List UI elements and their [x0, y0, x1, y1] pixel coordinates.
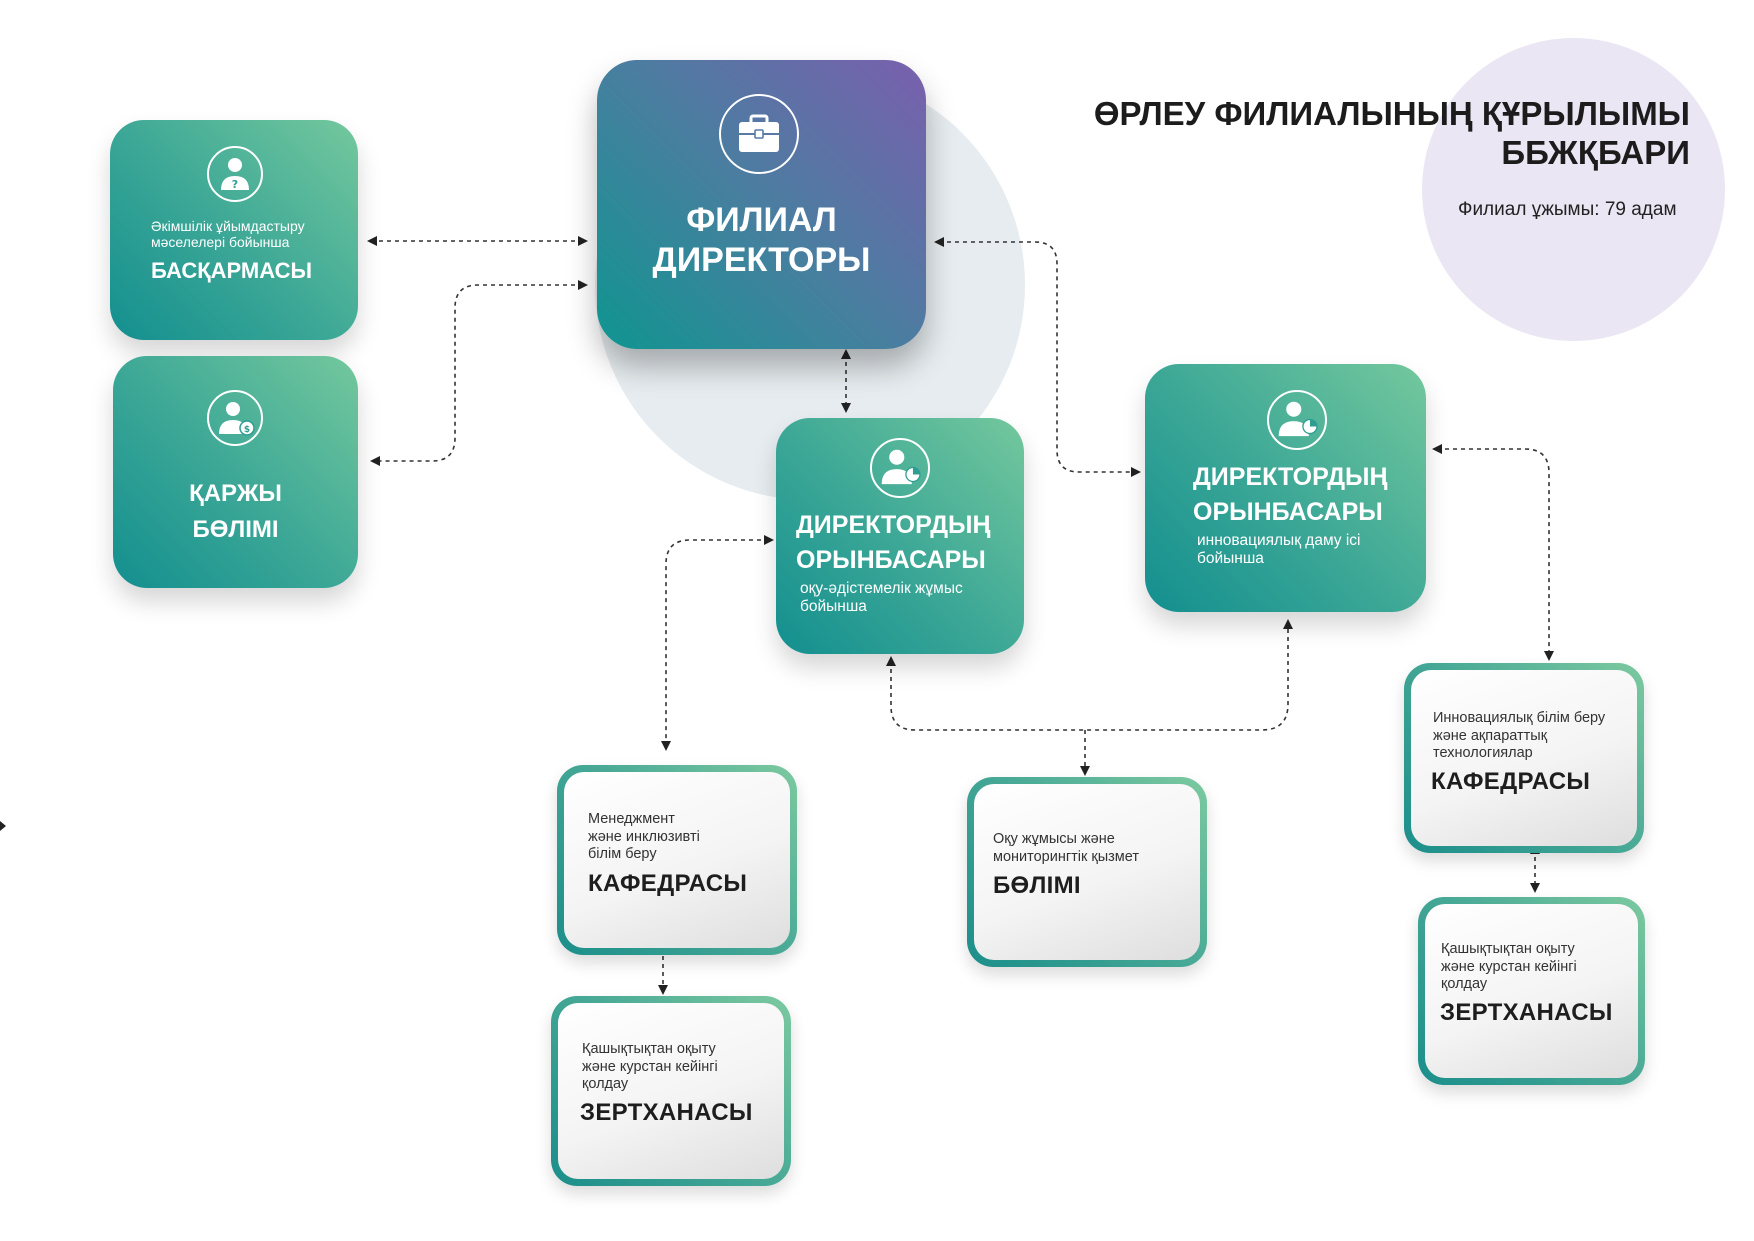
management-department-box[interactable]: Менеджмент және инклюзивті білім беру КА… — [557, 765, 797, 955]
page-title: ӨРЛЕУ ФИЛИАЛЫНЫҢ ҚҰРЫЛЫМЫ ББЖҚБАРИ — [1094, 94, 1690, 172]
connector-methods-innovation-study — [886, 619, 1293, 731]
user-question-icon: ? — [207, 146, 263, 202]
management-line-1: Менеджмент — [588, 811, 675, 827]
deputy-methods-sub-2: бойынша — [800, 598, 867, 615]
innovation-line-1: Инновациялық білім беру — [1433, 710, 1606, 726]
director-line-2: ДИРЕКТОРЫ — [652, 241, 871, 279]
deputy-innovation-title: ДИРЕКТОРДЫҢ ОРЫНБАСАРЫ — [1193, 460, 1388, 530]
staff-count: Филиал ұжымы: 79 адам — [1458, 199, 1677, 220]
briefcase-icon — [719, 94, 799, 174]
connector-innovation-dept — [1432, 444, 1554, 661]
svg-text:?: ? — [232, 178, 238, 191]
deputy-innovation-subtitle: инновациялық даму ісі бойынша — [1197, 532, 1360, 568]
study-department-box[interactable]: Оқу жұмысы және мониторингтік қызмет БӨЛ… — [967, 777, 1207, 967]
deputy-innovation-line-2: ОРЫНБАСАРЫ — [1193, 498, 1383, 526]
study-line-2: мониторингтік қызмет — [993, 848, 1139, 865]
distance-lab-title-1: ЗЕРТХАНАСЫ — [580, 1099, 753, 1126]
deputy-methods-line-1: ДИРЕКТОРДЫҢ — [796, 511, 991, 539]
admin-sub-line-2: мәселелері бойынша — [151, 234, 290, 250]
study-description: Оқу жұмысы және мониторингтік қызмет — [993, 831, 1139, 866]
innovation-title: КАФЕДРАСЫ — [1431, 768, 1591, 795]
management-line-2: және инклюзивті — [588, 828, 700, 845]
distance-lab-description-1: Қашықтықтан оқыту және курстан кейінгі қ… — [582, 1041, 718, 1094]
distance-lab-title-2: ЗЕРТХАНАСЫ — [1440, 999, 1613, 1026]
title-line-2: ББЖҚБАРИ — [1501, 134, 1690, 171]
admin-title: БАСҚАРМАСЫ — [151, 258, 312, 283]
finance-line-1: ҚАРЖЫ — [189, 480, 282, 507]
innovation-department-box[interactable]: Инновациялық білім беру және ақпараттық … — [1404, 663, 1644, 853]
management-department-inner: Менеджмент және инклюзивті білім беру КА… — [564, 772, 790, 948]
user-chart-icon — [870, 438, 930, 498]
management-description: Менеджмент және инклюзивті білім беру — [588, 811, 700, 864]
finance-title: ҚАРЖЫ БӨЛІМІ — [113, 476, 358, 548]
distance-lab-inner-1: Қашықтықтан оқыту және курстан кейінгі қ… — [558, 1003, 784, 1179]
management-title: КАФЕДРАСЫ — [588, 870, 748, 897]
distance-lab-1-line-3: қолдау — [582, 1076, 629, 1092]
deputy-methods-subtitle: оқу-әдістемелік жұмыс бойынша — [800, 580, 963, 616]
distance-lab-description-2: Қашықтықтан оқыту және курстан кейінгі қ… — [1441, 941, 1577, 994]
study-title: БӨЛІМІ — [993, 872, 1081, 899]
director-line-1: ФИЛИАЛ — [686, 201, 837, 239]
deputy-methods-sub-1: оқу-әдістемелік жұмыс — [800, 580, 963, 597]
distance-lab-box-2[interactable]: Қашықтықтан оқыту және курстан кейінгі қ… — [1418, 897, 1645, 1085]
finance-department-box[interactable]: $ ҚАРЖЫ БӨЛІМІ — [113, 356, 358, 588]
finance-line-2: БӨЛІМІ — [192, 516, 279, 543]
innovation-line-3: технологиялар — [1433, 745, 1533, 761]
deputy-innovation-line-1: ДИРЕКТОРДЫҢ — [1193, 463, 1388, 491]
deputy-innovation-sub-1: инновациялық даму ісі — [1197, 532, 1361, 549]
title-line-1: ӨРЛЕУ ФИЛИАЛЫНЫҢ ҚҰРЫЛЫМЫ — [1093, 95, 1690, 132]
innovation-department-inner: Инновациялық білім беру және ақпараттық … — [1411, 670, 1637, 846]
management-line-3: білім беру — [588, 846, 657, 862]
distance-lab-1-line-1: Қашықтықтан оқыту — [582, 1041, 716, 1057]
deputy-methods-title: ДИРЕКТОРДЫҢ ОРЫНБАСАРЫ — [796, 508, 991, 578]
background-circle-lavender — [1422, 38, 1725, 341]
connector-director-deputy-innovation — [934, 237, 1141, 477]
deputy-innovation-box[interactable]: ДИРЕКТОРДЫҢ ОРЫНБАСАРЫ инновациялық даму… — [1145, 364, 1426, 612]
deputy-methods-box[interactable]: ДИРЕКТОРДЫҢ ОРЫНБАСАРЫ оқу-әдістемелік ж… — [776, 418, 1024, 654]
study-department-inner: Оқу жұмысы және мониторингтік қызмет БӨЛ… — [974, 784, 1200, 960]
distance-lab-inner-2: Қашықтықтан оқыту және курстан кейінгі қ… — [1425, 904, 1638, 1078]
director-box[interactable]: ФИЛИАЛ ДИРЕКТОРЫ — [597, 60, 926, 349]
admin-sub-line-1: Әкімшілік ұйымдастыру — [151, 218, 305, 234]
innovation-line-2: және ақпараттық — [1433, 727, 1548, 744]
stray-arrow-marker — [0, 821, 6, 831]
distance-lab-2-line-2: және курстан кейінгі — [1441, 958, 1577, 975]
admin-subtitle: Әкімшілік ұйымдастыру мәселелері бойынша — [151, 218, 305, 250]
distance-lab-box-1[interactable]: Қашықтықтан оқыту және курстан кейінгі қ… — [551, 996, 791, 1186]
svg-text:$: $ — [244, 425, 250, 435]
admin-department-box[interactable]: ? Әкімшілік ұйымдастыру мәселелері бойын… — [110, 120, 358, 340]
deputy-methods-line-2: ОРЫНБАСАРЫ — [796, 546, 986, 574]
study-line-1: Оқу жұмысы және — [993, 831, 1115, 847]
user-money-icon: $ — [207, 390, 263, 446]
user-chart-icon — [1267, 390, 1327, 450]
connector-methods-management — [661, 535, 774, 751]
deputy-innovation-sub-2: бойынша — [1197, 550, 1264, 567]
distance-lab-2-line-1: Қашықтықтан оқыту — [1441, 941, 1575, 957]
director-title: ФИЛИАЛ ДИРЕКТОРЫ — [597, 200, 926, 280]
distance-lab-2-line-3: қолдау — [1441, 976, 1488, 992]
innovation-description: Инновациялық білім беру және ақпараттық … — [1433, 710, 1605, 763]
distance-lab-1-line-2: және курстан кейінгі — [582, 1058, 718, 1075]
connector-director-finance — [370, 280, 588, 466]
